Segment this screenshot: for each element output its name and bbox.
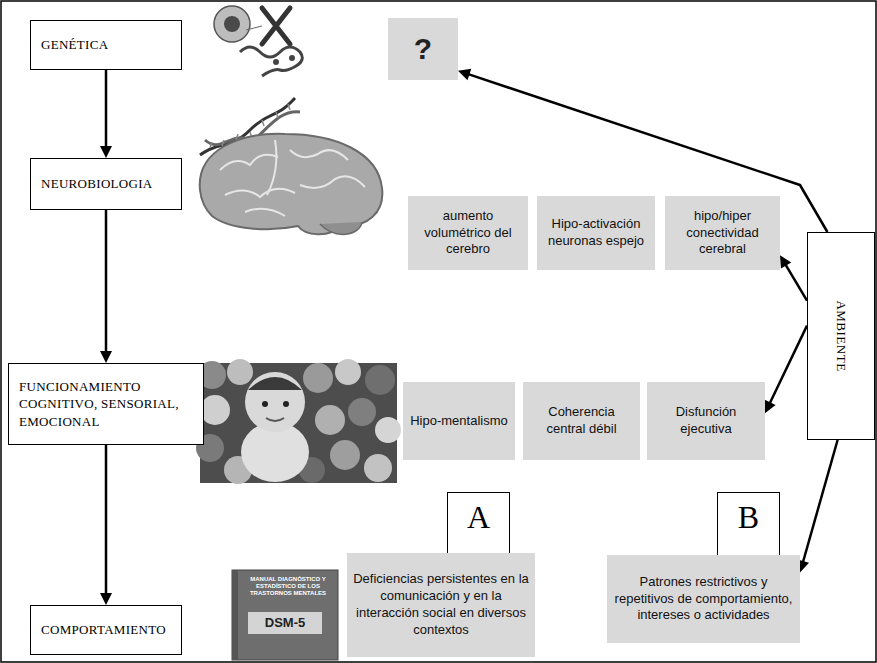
node-text: Hipo-activación neuronas espejo [543, 216, 649, 250]
arrow-head [100, 146, 112, 158]
text-block: ? [414, 32, 432, 66]
criterion-letter: B [717, 492, 780, 556]
text-block: Deficiencias persistentes en la comunica… [353, 571, 529, 639]
arrow-head [458, 69, 471, 80]
text-block: GENÉTICA [41, 36, 108, 54]
text-block: hipo/hiper conectividad cerebral [671, 208, 774, 259]
node-text: Deficiencias persistentes en la comunica… [353, 571, 529, 639]
node-text: GENÉTICA [41, 36, 108, 54]
arrow-head [765, 400, 776, 413]
arrow-connector [100, 210, 112, 363]
connector-line [105, 445, 108, 595]
node-text: hipo/hiper conectividad cerebral [671, 208, 774, 259]
finding-box: Hipo-mentalismo [403, 382, 515, 460]
finding-box: hipo/hiper conectividad cerebral [665, 196, 780, 270]
text-block: Hipo-activación neuronas espejo [543, 216, 649, 250]
criterion-box: Deficiencias persistentes en la comunica… [347, 553, 535, 657]
book-title: MANUAL DIAGNÓSTICO Y ESTADÍSTICO DE LOS … [242, 576, 334, 597]
finding-box: Coherencia central débil [523, 382, 640, 460]
text-block: A [467, 499, 490, 536]
node-text: FUNCIONAMIENTO COGNITIVO, SENSORIAL, EMO… [19, 378, 193, 431]
connector-line [785, 264, 807, 301]
connector-line [769, 326, 807, 405]
text-block: Hipo-mentalismo [410, 413, 508, 430]
node-text: A [467, 499, 490, 536]
text-block: COMPORTAMIENTO [41, 621, 166, 639]
arrow-connector [100, 70, 112, 158]
text-block: FUNCIONAMIENTO COGNITIVO, SENSORIAL, EMO… [19, 378, 193, 431]
node-text: Coherencia central débil [529, 404, 634, 438]
text-block: NEUROBIOLOGIA [41, 175, 153, 193]
node-text: NEUROBIOLOGIA [41, 175, 153, 193]
arrow-connector [780, 255, 807, 300]
connector-line [803, 440, 838, 563]
node-text: ? [414, 32, 432, 66]
level-box: FUNCIONAMIENTO COGNITIVO, SENSORIAL, EMO… [8, 363, 204, 445]
level-box: COMPORTAMIENTO [30, 605, 182, 655]
node-text: Patrones restrictivos y repetitivos de c… [613, 574, 794, 625]
arrow-connector [798, 440, 838, 573]
arrow-connector [100, 445, 112, 605]
node-text: COMPORTAMIENTO [41, 621, 166, 639]
level-box: GENÉTICA [30, 20, 182, 70]
arrow-connector [765, 326, 807, 414]
node-text: B [738, 499, 759, 536]
text-block: AMBIENTE [833, 300, 849, 371]
child-photo [196, 359, 401, 484]
arrow-head [100, 593, 112, 605]
finding-box: Hipo-activación neuronas espejo [537, 196, 655, 270]
node-text: aumento volumétrico del cerebro [414, 208, 522, 259]
genetics-illustration [200, 6, 302, 155]
arrow-head [780, 255, 791, 268]
criterion-box: Patrones restrictivos y repetitivos de c… [607, 555, 800, 643]
text-block: aumento volumétrico del cerebro [414, 208, 522, 259]
brain-illustration [200, 134, 383, 235]
dsm-book [232, 570, 338, 660]
node-text: Disfunción ejecutiva [653, 404, 759, 438]
criterion-letter: A [447, 492, 510, 556]
unknown-box: ? [388, 18, 458, 80]
text-block: B [738, 499, 759, 536]
text-block: Disfunción ejecutiva [653, 404, 759, 438]
node-text: Hipo-mentalismo [410, 413, 508, 430]
text-block: Patrones restrictivos y repetitivos de c… [613, 574, 794, 625]
node-text: AMBIENTE [833, 300, 849, 371]
environment-box: AMBIENTE [807, 232, 875, 440]
finding-box: Disfunción ejecutiva [647, 382, 765, 460]
book-label: DSM-5 [248, 615, 322, 631]
finding-box: aumento volumétrico del cerebro [408, 196, 528, 270]
level-box: NEUROBIOLOGIA [30, 158, 182, 210]
connector-line [105, 70, 108, 148]
connector-line [105, 210, 108, 353]
text-block: Coherencia central débil [529, 404, 634, 438]
arrow-head [100, 351, 112, 363]
